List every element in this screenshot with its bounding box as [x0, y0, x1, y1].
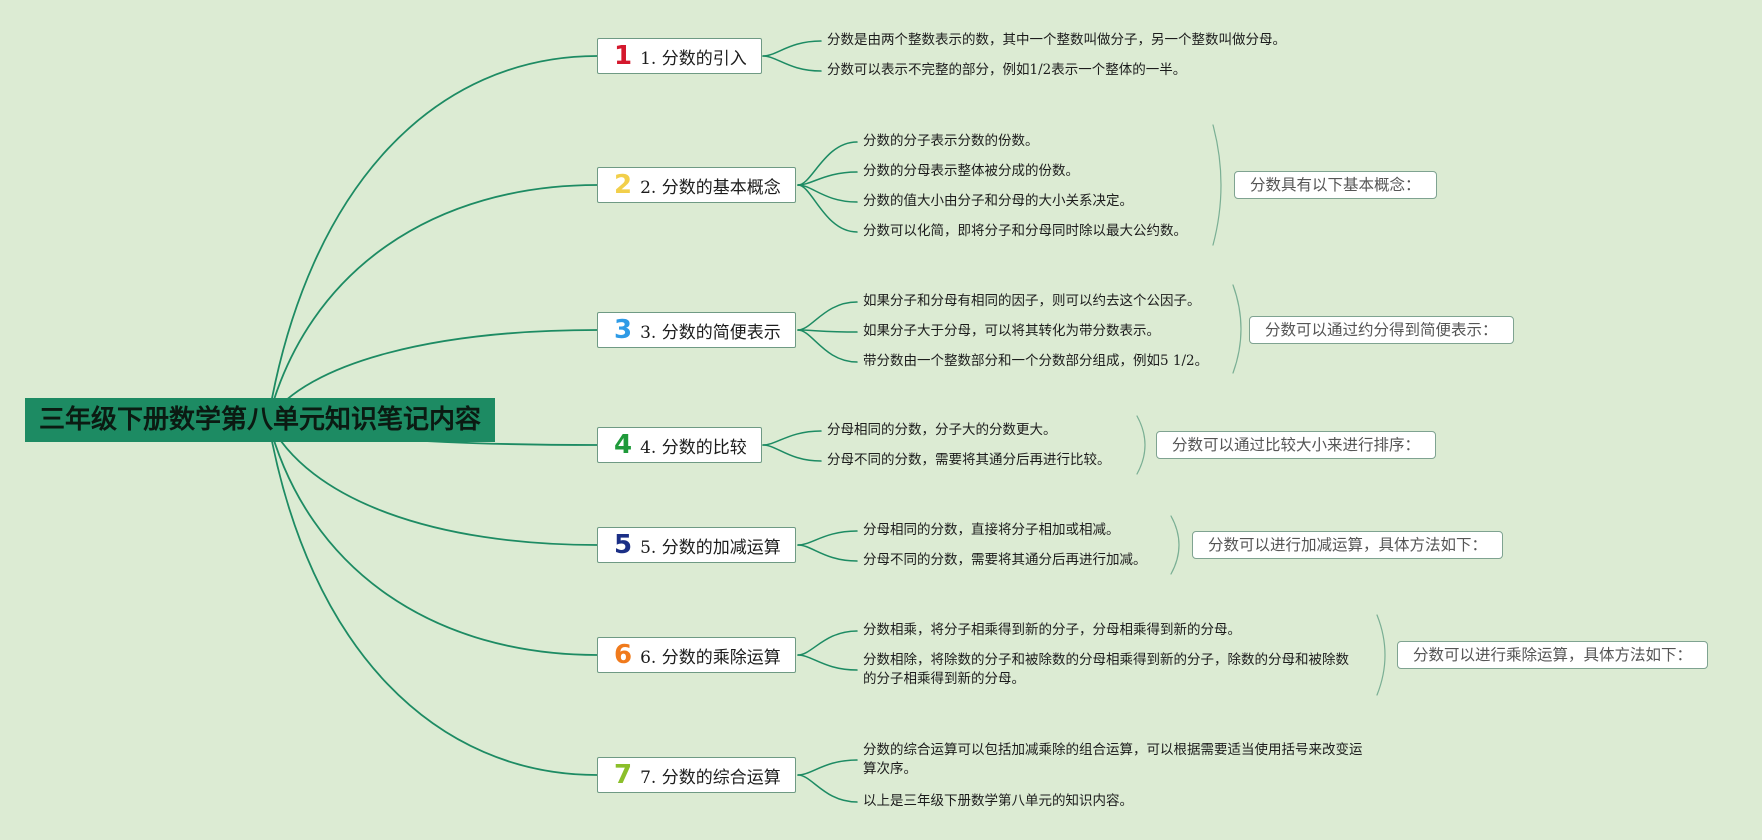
branch-4-summary[interactable]: 分数可以通过比较大小来进行排序：: [1156, 431, 1437, 459]
branch-5-summary[interactable]: 分数可以进行加减运算，具体方法如下：: [1192, 531, 1504, 559]
number-3-icon: 3: [614, 315, 633, 345]
branch-6-label: 6. 分数的乘除运算: [640, 647, 781, 668]
branch-4-item-2[interactable]: 分母不同的分数，需要将其通分后再进行比较。: [827, 452, 1111, 468]
branch-2-item-3[interactable]: 分数的值大小由分子和分母的大小关系决定。: [863, 193, 1133, 209]
branch-3-item-1[interactable]: 如果分子和分母有相同的因子，则可以约去这个公因子。: [863, 293, 1201, 309]
number-5-icon: 5: [614, 530, 633, 560]
branch-4[interactable]: 4 4. 分数的比较: [597, 427, 762, 463]
branch-5-label: 5. 分数的加减运算: [640, 537, 781, 558]
branch-2-item-1[interactable]: 分数的分子表示分数的份数。: [863, 133, 1039, 149]
branch-2-item-4[interactable]: 分数可以化简，即将分子和分母同时除以最大公约数。: [863, 223, 1187, 239]
branch-3-item-3[interactable]: 带分数由一个整数部分和一个分数部分组成，例如5 1/2。: [863, 353, 1209, 369]
branch-2-summary[interactable]: 分数具有以下基本概念：: [1234, 171, 1437, 199]
branch-3-item-2[interactable]: 如果分子大于分母，可以将其转化为带分数表示。: [863, 323, 1160, 339]
branch-1-item-1[interactable]: 分数是由两个整数表示的数，其中一个整数叫做分子，另一个整数叫做分母。: [827, 32, 1286, 48]
branch-7-item-2[interactable]: 以上是三年级下册数学第八单元的知识内容。: [863, 793, 1133, 809]
number-6-icon: 6: [614, 640, 633, 670]
branch-1-item-2[interactable]: 分数可以表示不完整的部分，例如1/2表示一个整体的一半。: [827, 62, 1187, 78]
branch-6-item-1[interactable]: 分数相乘，将分子相乘得到新的分子，分母相乘得到新的分母。: [863, 622, 1241, 638]
number-1-icon: 1: [614, 41, 633, 71]
branch-4-item-1[interactable]: 分母相同的分数，分子大的分数更大。: [827, 422, 1057, 438]
branch-6-summary[interactable]: 分数可以进行乘除运算，具体方法如下：: [1397, 641, 1709, 669]
branch-6-item-2[interactable]: 分数相除，将除数的分子和被除数的分母相乘得到新的分子，除数的分母和被除数的分子相…: [863, 652, 1349, 687]
branch-4-label: 4. 分数的比较: [640, 437, 747, 458]
branch-5-item-1[interactable]: 分母相同的分数，直接将分子相加或相减。: [863, 522, 1120, 538]
branch-1-label: 1. 分数的引入: [640, 48, 747, 69]
branch-7-label: 7. 分数的综合运算: [640, 767, 781, 788]
branch-1[interactable]: 1 1. 分数的引入: [597, 38, 762, 74]
branch-3-summary[interactable]: 分数可以通过约分得到简便表示：: [1249, 316, 1514, 344]
number-4-icon: 4: [614, 430, 633, 460]
number-2-icon: 2: [614, 170, 633, 200]
root-topic[interactable]: 三年级下册数学第八单元知识笔记内容: [25, 398, 495, 442]
number-7-icon: 7: [614, 760, 633, 790]
branch-2[interactable]: 2 2. 分数的基本概念: [597, 167, 796, 203]
branch-3-label: 3. 分数的简便表示: [640, 322, 781, 343]
branch-2-label: 2. 分数的基本概念: [640, 177, 781, 198]
branch-5[interactable]: 5 5. 分数的加减运算: [597, 527, 796, 563]
branch-3[interactable]: 3 3. 分数的简便表示: [597, 312, 796, 348]
branch-5-item-2[interactable]: 分母不同的分数，需要将其通分后再进行加减。: [863, 552, 1147, 568]
branch-7-item-1[interactable]: 分数的综合运算可以包括加减乘除的组合运算，可以根据需要适当使用括号来改变运算次序…: [863, 742, 1363, 777]
branch-2-item-2[interactable]: 分数的分母表示整体被分成的份数。: [863, 163, 1079, 179]
branch-7[interactable]: 7 7. 分数的综合运算: [597, 757, 796, 793]
branch-6[interactable]: 6 6. 分数的乘除运算: [597, 637, 796, 673]
